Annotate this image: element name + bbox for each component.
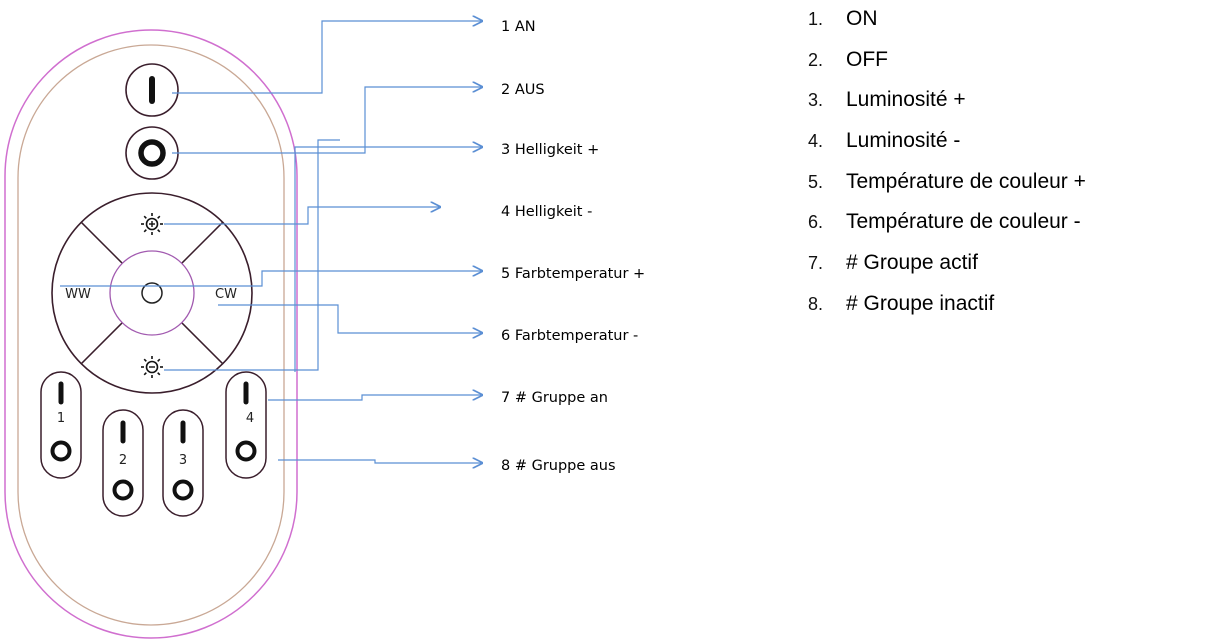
center-button[interactable] [141,282,163,304]
callout-label: 3 Helligkeit + [501,142,599,158]
group-off-icon [172,479,194,501]
connector-8 [278,460,482,463]
french-legend-list: 1. ON 2. OFF 3. Luminosité + 4. Luminosité -… [808,4,1086,330]
legend-text: # Groupe actif [846,251,978,275]
legend-item: 3. Luminosité + [808,85,1086,126]
legend-item: 2. OFF [808,45,1086,86]
legend-number: 7. [808,253,824,274]
cool-white-label: CW [215,287,237,302]
legend-text: ON [846,7,878,30]
power-on-button[interactable] [125,63,179,117]
legend-item: 5. Température de couleur + [808,167,1086,208]
group-off-icon [112,479,134,501]
warm-white-label: WW [65,287,91,302]
connector-1 [172,21,482,94]
power-off-button[interactable] [125,126,179,180]
connectors [60,21,482,463]
group-off-icon [50,440,72,462]
group-1-button[interactable]: 1 [40,371,82,479]
sun-minus-icon [141,356,163,378]
group-4-button[interactable]: 4 [225,371,267,479]
connector-6 [218,304,482,333]
legend-number: 6. [808,212,824,233]
legend-number: 2. [808,49,824,70]
callout-label: 2 AUS [501,82,545,98]
group-2-button[interactable]: 2 [102,409,144,517]
group-number: 2 [119,453,127,468]
sun-plus-icon [141,213,163,235]
group-number: 1 [57,411,65,426]
legend-text: Luminosité + [846,88,966,112]
brightness-down-button[interactable] [106,340,198,390]
group-number: 4 [246,411,254,426]
legend-item: 7. # Groupe actif [808,248,1086,289]
callout-label: 5 Farbtemperatur + [501,266,645,282]
power-off-icon [138,139,166,167]
legend-number: 8. [808,293,824,314]
connector-3 [294,147,482,372]
legend-text: Température de couleur - [846,210,1081,234]
legend-number: 4. [808,131,824,152]
remote-inner-outline [17,44,285,626]
connector-4-return [164,139,340,371]
legend-number: 1. [808,9,824,29]
legend-text: Température de couleur + [846,169,1086,193]
group-3-button[interactable]: 3 [162,409,204,517]
connector-4 [164,207,440,225]
callout-labels: 1 AN 2 AUS 3 Helligkeit + 4 Helligkeit -… [501,19,645,474]
legend-item: 1. ON [808,4,1086,45]
legend-number: 5. [808,171,824,192]
legend-item: 8. # Groupe inactif [808,289,1086,330]
legend-text: OFF [846,47,888,71]
connector-5 [60,271,482,287]
warm-white-button[interactable]: WW [56,263,108,323]
callout-label: 6 Farbtemperatur - [501,328,638,344]
control-pad: WW CW [51,192,253,394]
legend-text: Luminosité - [846,129,961,153]
group-off-icon [235,440,257,462]
connector-7 [268,395,482,401]
brightness-up-button[interactable] [106,198,198,248]
legend-text: # Groupe inactif [846,291,995,315]
legend-item: 4. Luminosité - [808,126,1086,167]
callout-label: 4 Helligkeit - [501,204,592,220]
callout-label: 7 # Gruppe an [501,390,608,406]
connector-2 [172,87,482,154]
callout-label: 1 AN [501,19,536,35]
legend-number: 3. [808,90,824,111]
group-number: 3 [179,453,187,468]
cool-white-button[interactable]: CW [196,263,248,323]
callout-label: 8 # Gruppe aus [501,458,616,474]
legend-item: 6. Température de couleur - [808,207,1086,248]
group-buttons: 1 2 3 4 [40,371,267,517]
